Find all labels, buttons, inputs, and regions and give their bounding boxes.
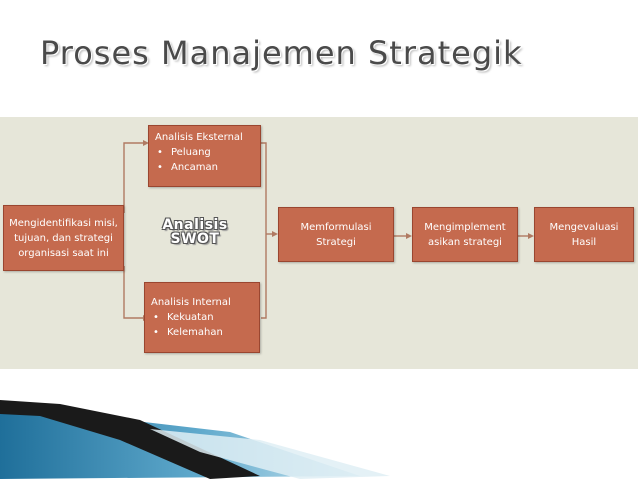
- decorative-swoosh: [0, 0, 638, 479]
